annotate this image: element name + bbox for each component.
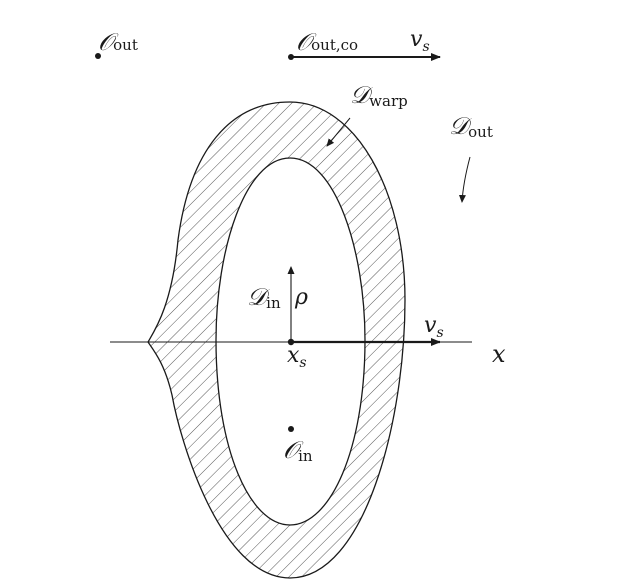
center-point-xs — [287, 338, 295, 346]
label-o-out: 𝒪out — [98, 28, 138, 56]
label-x-axis: x — [492, 340, 506, 368]
observer-in-point — [288, 426, 294, 432]
label-o-out-co: 𝒪out,co — [296, 28, 358, 56]
label-d-out: 𝒟out — [449, 112, 493, 141]
warp-pointer-arrow — [326, 117, 351, 147]
label-v-s-axis: vs — [424, 313, 444, 341]
label-rho: ρ — [294, 285, 308, 310]
label-d-warp: 𝒟warp — [350, 81, 408, 110]
label-d-in: 𝒟in — [247, 283, 281, 312]
observer-out-point — [95, 53, 101, 59]
warp-region — [147, 101, 406, 579]
label-v-s-top: vs — [410, 27, 430, 55]
label-o-in: 𝒪in — [283, 436, 313, 465]
label-x-s: xs — [287, 343, 307, 371]
out-pointer-arrow — [458, 156, 471, 203]
